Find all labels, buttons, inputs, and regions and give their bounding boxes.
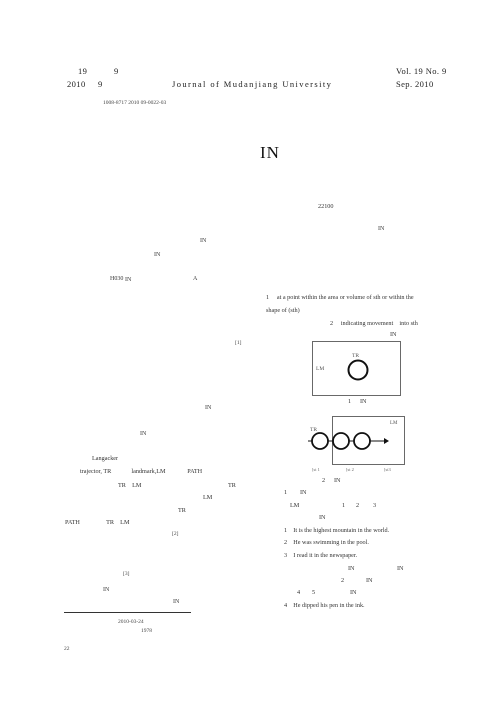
figure-2-trajector-1 [311,432,329,450]
body-in-f: IN [103,587,110,593]
header-journal-name: Journal of Mudanjiang University [172,79,333,89]
figure-1-landmark-box [312,341,401,396]
figure-2-tick-1: [st 1 [312,467,320,472]
definition-2: 2 indicating movement into sth [330,320,418,327]
figure-2-caption-in: IN [334,477,341,484]
figure-1-diagram: TR LM [312,341,401,396]
ref-marker-2: [2] [172,531,179,537]
page-title: IN [260,143,280,162]
figure-2-trajector-3 [353,432,371,450]
right-in-top: IN [378,226,385,232]
langacker: Langacker [92,455,119,462]
figure-2-caption-num: 2 [322,477,326,484]
line-d-in-2: IN [397,565,404,572]
figure-1-lm-label: LM [316,366,324,372]
doc-code: A [193,276,198,282]
example-4: 4 He dipped his pen in the ink. [284,602,365,609]
line-d-in-1: IN [348,565,355,572]
body-in-d: IN [205,405,212,411]
figure-1-tr-label: TR [352,353,359,359]
line-b-n1: 1 [342,502,346,509]
example-2: 2 He was swimming in the pool. [284,539,369,546]
line-c-in: IN [319,514,326,521]
received-date: 2010-03-24 [118,619,144,625]
tr-line: trajector, TR landmark,LM PATH [80,468,203,475]
abstract-in-b: IN [154,252,161,258]
postcode: 22100 [318,203,334,210]
figure-1-caption-in: IN [360,398,367,405]
header-issue-number: 19 [78,66,88,76]
figure-2-tick-3: [st3 [384,467,392,472]
body-in-g: IN [173,599,180,605]
class-code: H030 [110,276,124,282]
line-f-n2: 5 [312,589,316,596]
figure-2-arrowhead [384,438,389,444]
figure-2-trajector-2 [332,432,350,450]
header-year: 2010 [67,79,86,89]
header-issue-month: 9 [114,66,119,76]
figure-2-tr-label: TR [310,427,317,433]
example-3: 3 I read it in the newspaper. [284,552,358,559]
line-a-in: IN [300,489,307,496]
line-e-in: IN [366,577,373,584]
example-1: 1 It is the highest mountain in the worl… [284,527,390,534]
article-number: 1008-8717 2010 09-0022-03 [103,100,167,106]
line-b-lm: LM [290,502,300,509]
footnote-rule [64,612,191,613]
line-f-in: IN [350,589,357,596]
tr-label-1: TR [228,482,236,489]
line-f-n1: 4 [297,589,301,596]
body-in-e: IN [140,431,147,437]
path-line: PATH TR LM [65,519,130,526]
figure-2-tick-2: [st 2 [346,467,354,472]
header-volume: Vol. 19 No. 9 [396,66,447,76]
line-b-n2: 2 [356,502,360,509]
figure-2-lm-label: LM [390,421,398,426]
definition-1-cont: shape of (sth) [266,307,300,314]
page-number: 22 [64,646,70,652]
figure-1-trajector-circle [347,359,369,381]
author-birth-year: 1978 [141,628,152,634]
line-a-number: 1 [284,489,288,496]
header-month: 9 [98,79,103,89]
header-date: Sep. 2010 [396,79,434,89]
ref-marker-3: [3] [123,571,130,577]
keyword-in: IN [125,277,132,283]
line-b-n3: 3 [373,502,377,509]
figure-1-caption-num: 1 [348,398,352,405]
line-e-number: 2 [341,577,345,584]
ref-marker-1: [1] [235,340,242,346]
definition-1: 1 at a point within the area or volume o… [266,294,414,301]
tr-lm-line: TR LM [118,482,142,489]
abstract-in-a: IN [200,238,207,244]
tr-label-2: TR [178,507,186,514]
lm-label-1: LM [203,494,213,501]
figure-2-diagram: TR LM [st 1 [st 2 [st3 [308,416,405,472]
definition-in: IN [390,331,397,338]
